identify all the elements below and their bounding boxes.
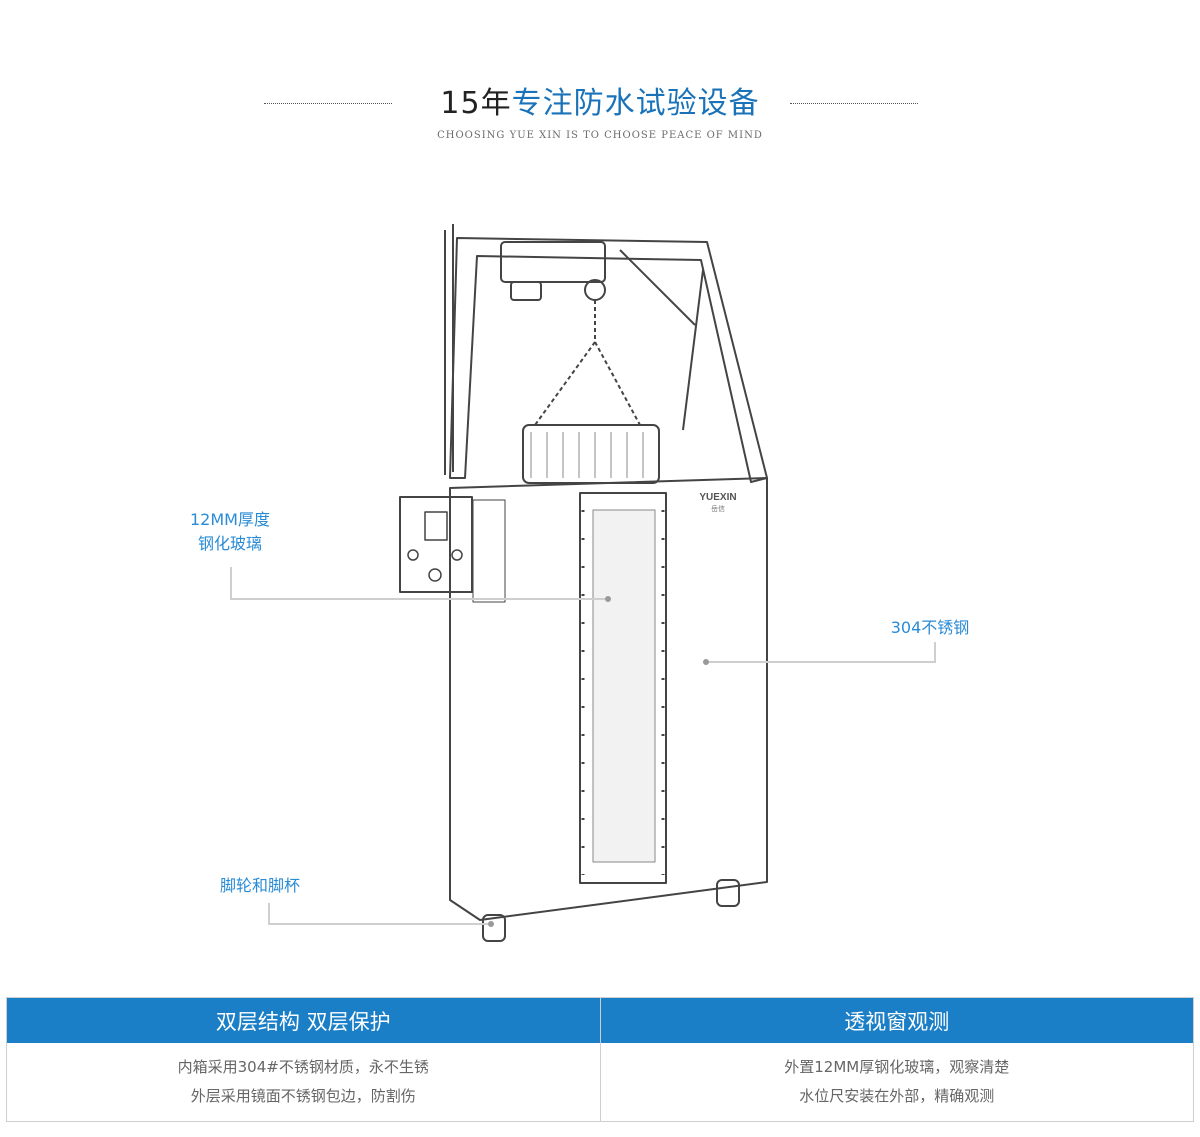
feature-table: 双层结构 双层保护 内箱采用304#不锈钢材质，永不生锈 外层采用镜面不锈钢包边… <box>6 997 1194 1122</box>
title-prefix: 15年 <box>440 86 512 121</box>
control-button <box>428 568 442 582</box>
basket-mesh <box>530 432 644 478</box>
lifting-chain <box>534 300 641 426</box>
caster-right <box>716 879 740 907</box>
point-wheels <box>488 921 494 927</box>
title-accent: 专注防水试验设备 <box>511 86 760 121</box>
feature-line: 外层采用镜面不锈钢包边，防割伤 <box>190 1087 416 1105</box>
page-title: 15年专注防水试验设备 <box>0 82 1200 126</box>
leader-steel-horizontal <box>707 661 936 663</box>
feature-line: 外置12MM厚钢化玻璃，观察清楚 <box>784 1058 1010 1076</box>
callout-wheels: 脚轮和脚杯 <box>219 876 300 895</box>
feature-line: 水位尺安装在外部，精确观测 <box>799 1087 995 1105</box>
title-dots-right <box>790 103 918 104</box>
feature-viewing-window: 透视窗观测 外置12MM厚钢化玻璃，观察清楚 水位尺安装在外部，精确观测 <box>599 998 1194 1121</box>
control-knob-right <box>451 549 463 561</box>
electric-hoist <box>500 241 606 283</box>
test-basket <box>522 424 660 484</box>
callout-steel: 304不锈钢 <box>890 618 970 637</box>
lifting-frame <box>449 237 768 483</box>
feature-title: 透视窗观测 <box>600 998 1193 1043</box>
control-box <box>399 496 473 593</box>
leader-steel-vertical <box>934 642 936 663</box>
machine-illustration: YUEXIN 岳信 <box>399 224 768 942</box>
point-steel <box>703 659 709 665</box>
viewing-window-frame <box>579 492 667 884</box>
leader-wheels-horizontal <box>268 923 490 925</box>
point-glass <box>605 596 611 602</box>
title-dots-left <box>264 103 392 104</box>
feature-double-layer: 双层结构 双层保护 内箱采用304#不锈钢材质，永不生锈 外层采用镜面不锈钢包边… <box>7 998 600 1121</box>
feature-description: 外置12MM厚钢化玻璃，观察清楚 水位尺安装在外部，精确观测 <box>601 1043 1194 1121</box>
control-knob-left <box>407 549 419 561</box>
feature-description: 内箱采用304#不锈钢材质，永不生锈 外层采用镜面不锈钢包边，防割伤 <box>7 1043 600 1121</box>
page-subtitle: CHOOSING YUE XIN IS TO CHOOSE PEACE OF M… <box>437 130 763 141</box>
callout-glass: 12MM厚度 钢化玻璃 <box>165 508 295 556</box>
frame-brace <box>619 249 704 431</box>
machine-brand: YUEXIN <box>699 492 736 503</box>
feature-title: 双层结构 双层保护 <box>7 998 600 1043</box>
caster-left <box>482 914 506 942</box>
control-display <box>424 511 448 541</box>
leader-glass-vertical <box>230 567 232 600</box>
section-header: 15年专注防水试验设备 CHOOSING YUE XIN IS TO CHOOS… <box>0 82 1200 141</box>
leader-glass-horizontal <box>230 598 608 600</box>
machine-brand-sub: 岳信 <box>711 504 725 513</box>
warning-labels <box>472 499 506 603</box>
callout-glass-line-2: 钢化玻璃 <box>197 534 262 553</box>
feature-line: 内箱采用304#不锈钢材质，永不生锈 <box>177 1058 429 1076</box>
cable-conduit <box>444 224 454 475</box>
hoist-motor <box>510 281 542 301</box>
leader-wheels-vertical <box>268 903 270 925</box>
callout-glass-line-1: 12MM厚度 <box>190 510 270 529</box>
tempered-glass <box>592 509 656 863</box>
